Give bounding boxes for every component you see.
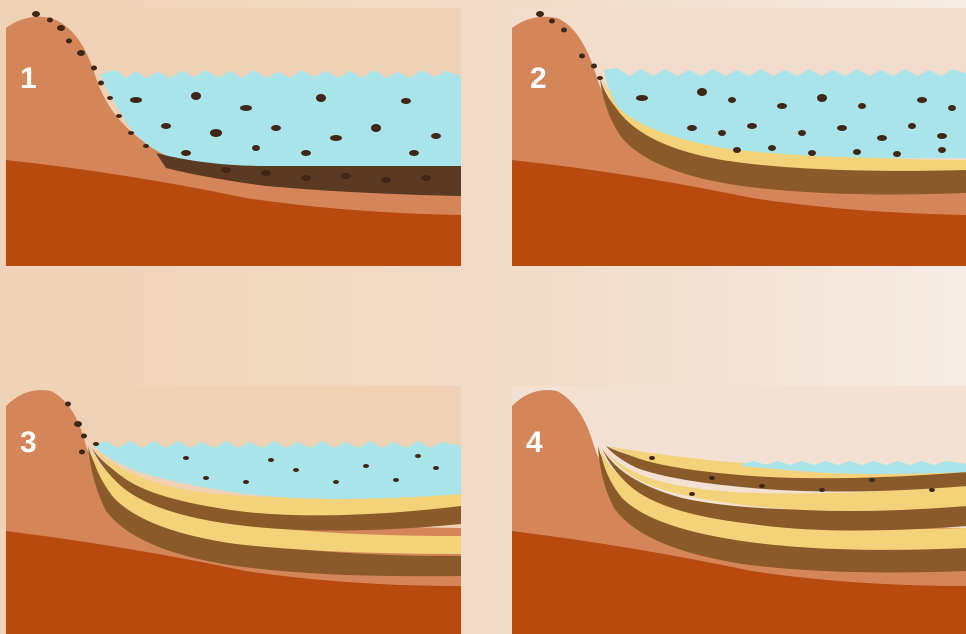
stage-2-diagram — [512, 8, 966, 266]
stage-3-panel: 3 — [6, 386, 461, 634]
stage-4-panel: 4 — [512, 386, 966, 634]
stage-number: 3 — [20, 428, 37, 458]
stage-1-panel: 1 — [6, 8, 461, 266]
stage-2-panel: 2 — [512, 8, 966, 266]
stage-4-diagram — [512, 386, 966, 634]
stage-3-diagram — [6, 386, 461, 634]
stage-number: 1 — [20, 64, 37, 94]
stage-1-diagram — [6, 8, 461, 266]
stage-number: 4 — [526, 428, 543, 458]
stage-number: 2 — [530, 64, 547, 94]
